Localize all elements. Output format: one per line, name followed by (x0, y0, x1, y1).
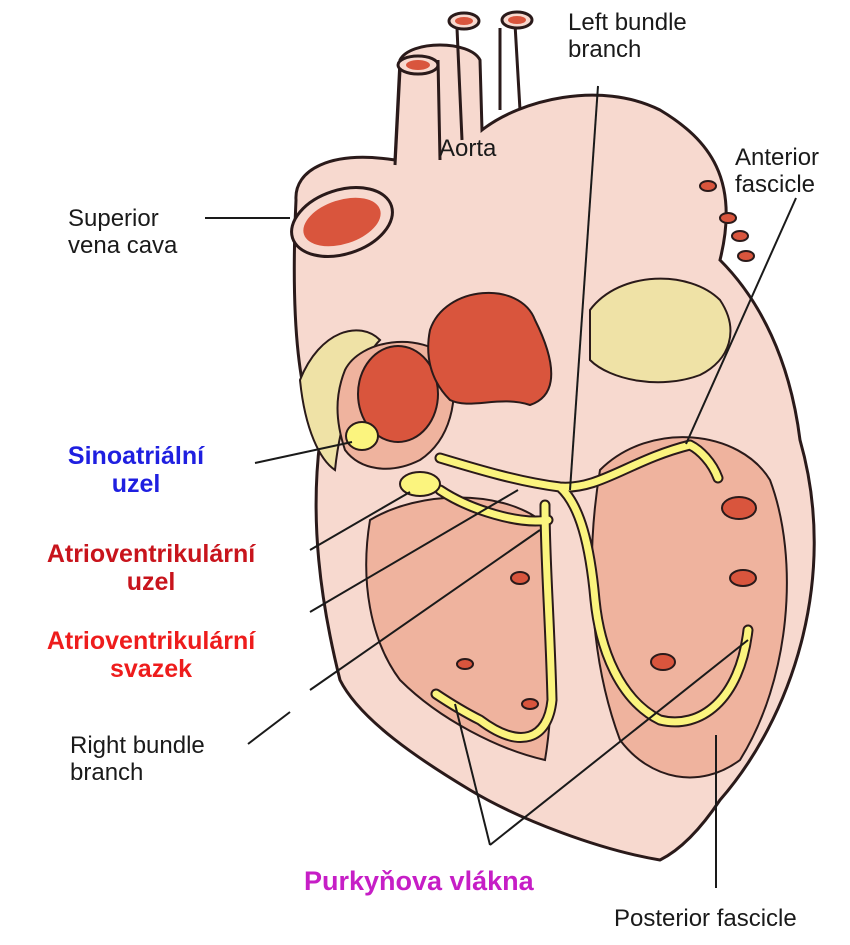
sinoatrial-node (346, 422, 378, 450)
leader-right-bundle-branch (248, 712, 290, 744)
fat-pad-right (590, 279, 730, 383)
aorta-branch-3-lumen (508, 16, 526, 24)
atrioventricular-node (400, 472, 440, 496)
left-ventricle-chamber (592, 437, 787, 777)
aorta-branch-2-lumen (455, 17, 473, 25)
label-aorta: Aorta (439, 136, 496, 163)
label-purkinje-fibers: Purkyňova vlákna (304, 866, 594, 896)
label-posterior-fascicle: Posterior fascicle (614, 906, 797, 933)
aorta-branch-1-lumen (406, 60, 430, 70)
